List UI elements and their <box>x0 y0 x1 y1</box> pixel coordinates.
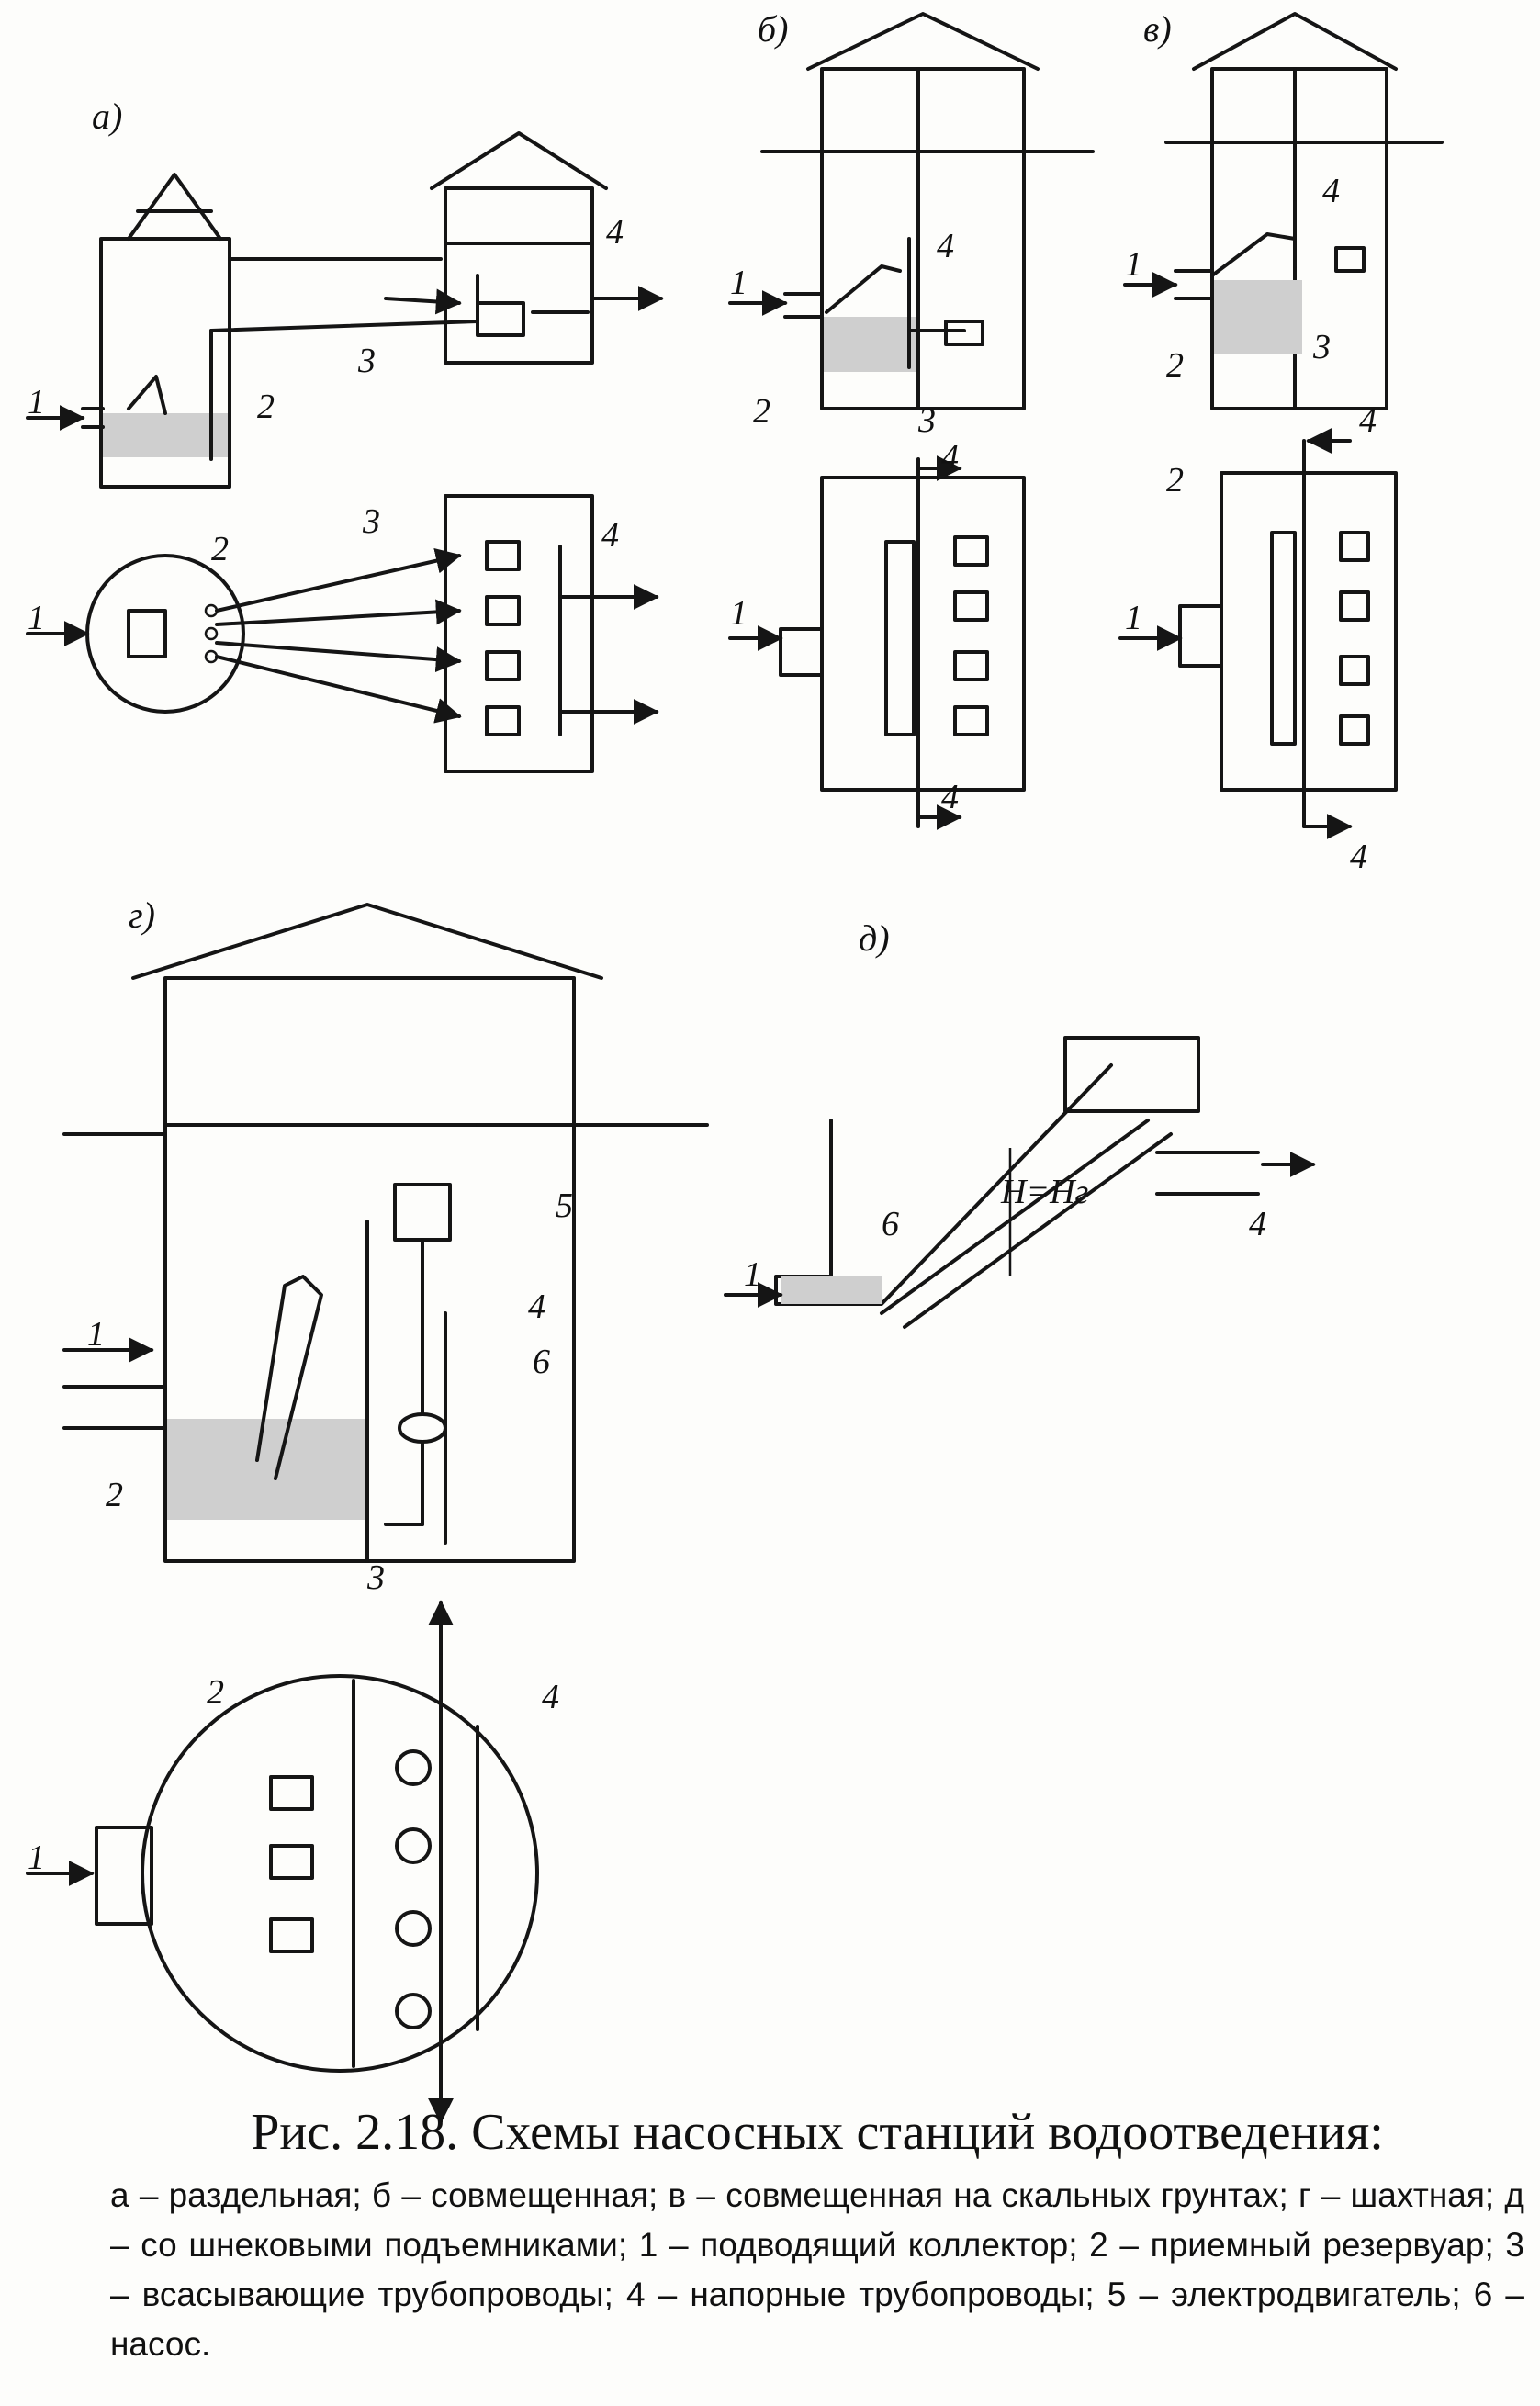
label-2: 2 <box>1166 461 1184 500</box>
height-label: H=Hг <box>1000 1173 1088 1211</box>
label-3: 3 <box>362 502 380 541</box>
panel-b-plan: 1 4 4 <box>728 438 1026 830</box>
label-3: 3 <box>357 342 376 380</box>
panel-a-letter: а) <box>92 96 122 137</box>
panel-g-letter: г) <box>129 894 155 936</box>
label-2: 2 <box>1166 346 1184 385</box>
label-1: 1 <box>87 1315 105 1354</box>
caption-title: Рис. 2.18. Схемы насосных станций водоот… <box>251 2104 1384 2161</box>
caption-text: а – раздельная; б – совмещенная; в – сов… <box>110 2176 1524 2363</box>
label-4: 4 <box>528 1287 545 1326</box>
label-4: 4 <box>1350 838 1367 876</box>
label-1: 1 <box>730 264 748 302</box>
label-2: 2 <box>753 392 770 431</box>
label-1: 1 <box>730 594 748 633</box>
label-2: 2 <box>257 388 275 426</box>
label-2: 2 <box>211 530 229 568</box>
label-1: 1 <box>28 599 45 637</box>
label-1: 1 <box>28 1838 45 1877</box>
figure-caption: Рис. 2.18. Схемы насосных станций водоот… <box>110 2103 1524 2369</box>
label-4: 4 <box>606 213 624 252</box>
label-3: 3 <box>917 401 936 440</box>
panel-v-section: в) 1 2 3 4 <box>1123 8 1444 410</box>
panel-v-letter: в) <box>1143 8 1172 50</box>
panel-b-section: б) 1 2 3 4 <box>728 8 1095 440</box>
label-6: 6 <box>882 1205 899 1243</box>
label-2: 2 <box>106 1476 123 1514</box>
panel-a-plan: 1 2 3 4 <box>26 494 659 773</box>
panel-d-section: д) 1 4 6 H=Hг <box>724 917 1316 1329</box>
label-1: 1 <box>744 1255 761 1294</box>
label-3: 3 <box>366 1558 385 1597</box>
panel-g-plan: 1 2 4 <box>26 1600 559 2124</box>
label-6: 6 <box>533 1343 550 1381</box>
label-4: 4 <box>1359 401 1377 440</box>
panel-b-letter: б) <box>758 8 788 50</box>
panel-a-section: а) 1 2 3 4 <box>26 96 664 489</box>
label-4: 4 <box>937 227 954 265</box>
label-5: 5 <box>556 1186 573 1225</box>
label-4: 4 <box>941 438 959 477</box>
label-4: 4 <box>542 1678 559 1716</box>
panel-d-letter: д) <box>859 917 890 959</box>
label-1: 1 <box>28 383 45 422</box>
panel-g-section: г) 1 2 3 4 5 6 <box>62 894 709 1597</box>
label-2: 2 <box>207 1673 224 1712</box>
label-4: 4 <box>941 778 959 816</box>
label-1: 1 <box>1125 245 1142 284</box>
label-4: 4 <box>1322 172 1340 210</box>
label-4: 4 <box>1249 1205 1266 1243</box>
label-3: 3 <box>1312 328 1331 366</box>
panel-v-plan: 1 2 4 4 <box>1118 401 1398 876</box>
label-4: 4 <box>601 516 619 555</box>
label-1: 1 <box>1125 599 1142 637</box>
